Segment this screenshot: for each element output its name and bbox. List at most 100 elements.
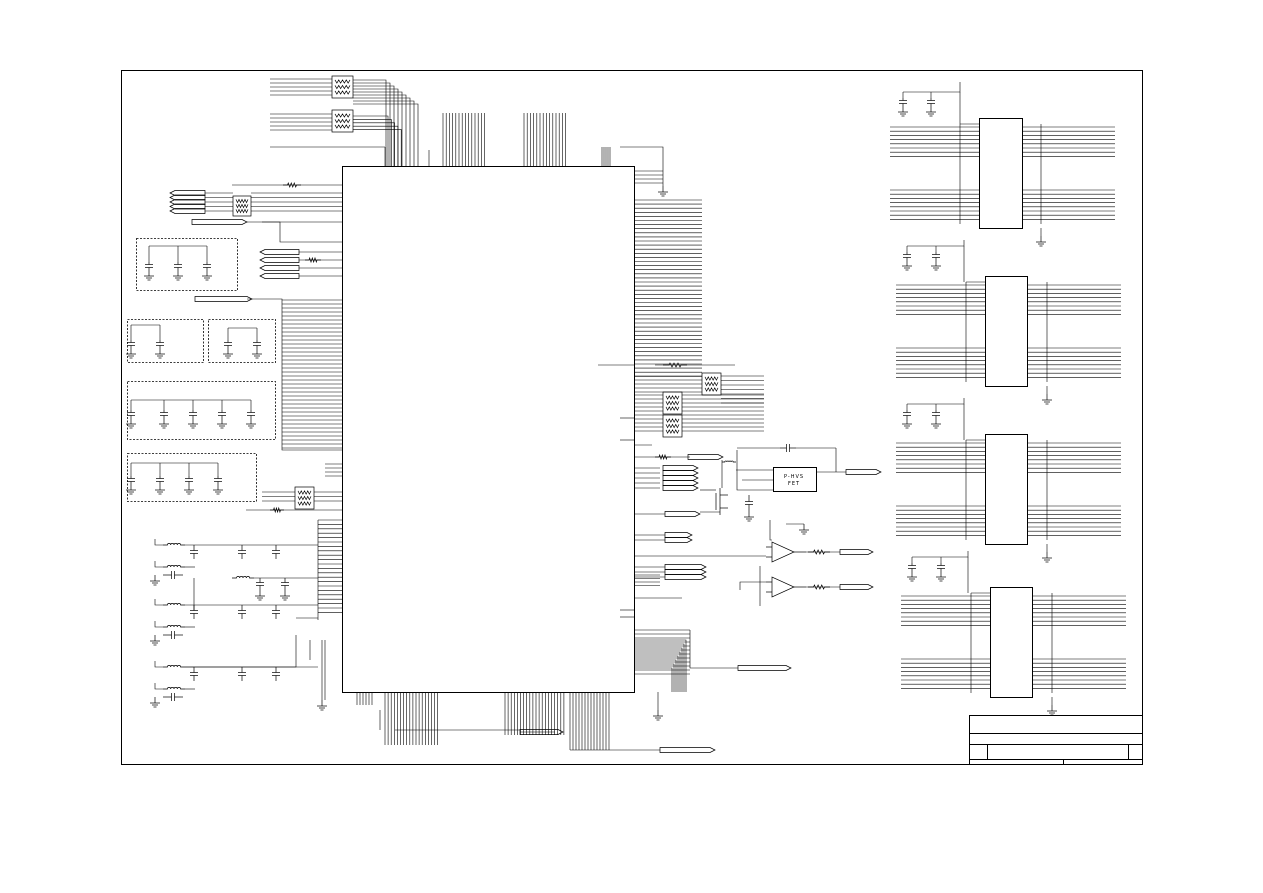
- wire: [634, 639, 687, 692]
- inductor-symbol: [163, 687, 185, 690]
- wire: [353, 94, 407, 166]
- ground-symbol: [658, 186, 668, 197]
- net-label-flag: [259, 249, 300, 255]
- wire: [235, 198, 249, 204]
- capacitor-symbol: [272, 605, 280, 619]
- capacitor-symbol: [272, 545, 280, 559]
- wire: [634, 655, 679, 692]
- wire: [353, 119, 392, 166]
- inductor-symbol: [163, 603, 185, 606]
- wire: [353, 85, 395, 166]
- capacitor-symbol: [145, 262, 153, 270]
- wire: [353, 122, 395, 166]
- capacitor-symbol: [932, 410, 940, 418]
- wire: [907, 240, 965, 247]
- resistor-symbol: [283, 182, 301, 188]
- capacitor-symbol: [174, 262, 182, 270]
- ground-symbol: [126, 348, 136, 359]
- wire: [903, 82, 961, 93]
- inductor-symbol: [722, 460, 736, 463]
- memory-chip-bodies: [979, 118, 1033, 698]
- capacitor-symbol: [163, 631, 183, 639]
- ground-symbol: [931, 260, 941, 271]
- capacitor-symbol: [247, 410, 255, 418]
- ground-symbol: [173, 270, 183, 281]
- wire: [353, 103, 419, 166]
- ground-symbol: [653, 710, 663, 721]
- inductor-symbol: [163, 625, 185, 628]
- capacitor-symbol: [127, 476, 135, 484]
- capacitor-symbol: [127, 410, 135, 418]
- ground-symbol: [126, 484, 136, 495]
- ground-symbol: [931, 418, 941, 429]
- wire: [247, 298, 342, 451]
- ground-symbol: [144, 270, 154, 281]
- capacitor-symbol: [903, 252, 911, 260]
- capacitor-symbol: [937, 563, 945, 571]
- net-label-flag: [662, 480, 699, 486]
- wire: [769, 520, 772, 541]
- ground-symbol: [907, 571, 917, 582]
- wire: [704, 387, 719, 392]
- resistor-symbol: [808, 584, 830, 590]
- resistor-symbol: [655, 453, 671, 461]
- capacitor-symbol: [163, 571, 183, 579]
- net-label-flag: [737, 665, 792, 671]
- resistor-symbol: [808, 549, 830, 555]
- net-label-flag: [259, 257, 300, 263]
- ground-symbol: [1042, 394, 1052, 405]
- mem-chip-4: [990, 587, 1033, 698]
- capacitor-symbol: [163, 693, 183, 701]
- wire: [154, 599, 163, 606]
- ground-symbol: [155, 348, 165, 359]
- capacitor-symbol: [156, 476, 164, 484]
- capacitor-symbol: [224, 340, 232, 348]
- capacitor-symbol: [190, 605, 198, 619]
- capacitor-symbol: [253, 340, 261, 348]
- net-label-flag: [194, 296, 253, 302]
- capacitor-symbol: [203, 262, 211, 270]
- wire: [655, 453, 671, 461]
- wire: [297, 501, 312, 506]
- inductor-symbol: [232, 576, 254, 579]
- ground-symbol: [744, 511, 754, 522]
- wire: [353, 115, 389, 166]
- wire: [665, 423, 680, 429]
- capacitor-symbol: [745, 495, 753, 511]
- capacitor-symbol: [185, 476, 193, 484]
- ground-symbol: [223, 348, 233, 359]
- capacitor-symbol: [903, 410, 911, 418]
- wire: [283, 182, 301, 188]
- capacitor-symbol: [238, 667, 246, 681]
- capacitor-symbol: [281, 578, 289, 590]
- op-amp-symbol: [766, 541, 806, 563]
- ground-symbol: [1036, 236, 1046, 247]
- wire: [665, 406, 680, 411]
- wire: [270, 506, 284, 514]
- net-label-flag: [259, 265, 300, 271]
- wiring: [130, 78, 1126, 751]
- capacitor-symbol: [189, 410, 197, 418]
- net-label-flag: [839, 584, 874, 590]
- net-label-flag: [662, 465, 699, 471]
- wire: [154, 561, 163, 568]
- wire: [334, 90, 351, 95]
- ground-symbol: [926, 106, 936, 117]
- wire: [665, 395, 680, 400]
- capacitor-symbol: [190, 667, 198, 681]
- ground-symbol: [317, 700, 327, 711]
- capacitor-symbol: [238, 545, 246, 559]
- ground-symbol: [252, 348, 262, 359]
- capacitor-symbol: [256, 578, 264, 590]
- ground-symbol: [898, 106, 908, 117]
- ground-symbol: [155, 484, 165, 495]
- resistor-symbol: [270, 506, 284, 514]
- capacitor-symbol: [272, 667, 280, 681]
- net-label-flag: [662, 475, 699, 481]
- wire: [665, 429, 680, 434]
- wire: [353, 91, 403, 166]
- wire: [634, 647, 683, 692]
- net-label-flag: [664, 511, 701, 517]
- wire: [353, 100, 415, 166]
